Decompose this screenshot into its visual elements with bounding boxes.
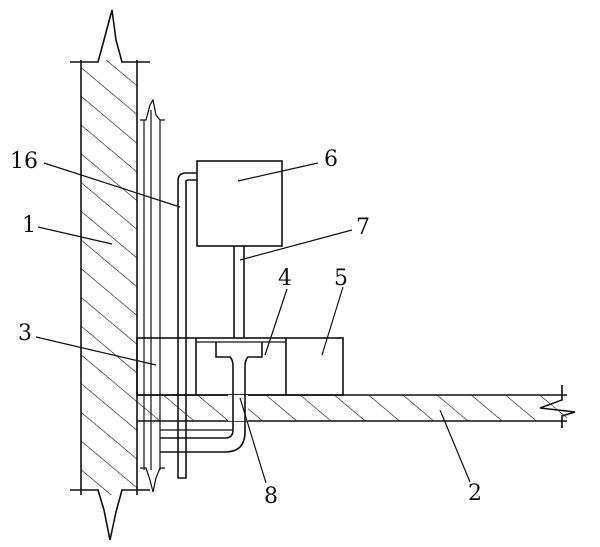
labels: 16 1 3 6 7 4 5 8 2 [10,147,482,509]
label-4: 4 [278,266,292,291]
pipe-8 [160,395,246,453]
box-6 [196,160,283,247]
block-5 [136,337,344,396]
label-3: 3 [18,321,32,346]
label-2: 2 [468,481,482,506]
label-6: 6 [324,147,338,172]
label-7: 7 [356,215,370,240]
leader-lines [35,162,471,484]
wall-1 [70,9,150,541]
label-16: 16 [10,149,38,174]
slab-2 [137,385,576,428]
wall-liner [140,98,165,493]
rod-7 [233,246,245,338]
label-8: 8 [264,484,278,509]
label-5: 5 [334,266,348,291]
label-1: 1 [22,213,36,238]
pipe-16 [177,172,197,479]
